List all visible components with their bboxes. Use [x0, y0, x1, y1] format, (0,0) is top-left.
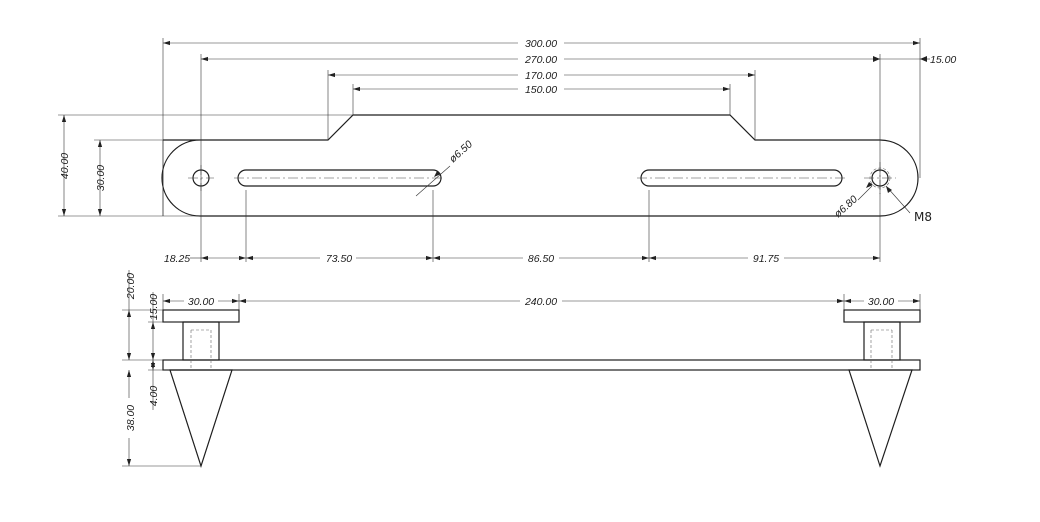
dim-300: 300.00: [525, 38, 557, 50]
top-extension-lines: [58, 38, 921, 262]
right-flange: [843, 309, 921, 323]
left-spike: [169, 369, 233, 468]
side-view: 30.00 240.00 30.00 20.00 15.00 4.00 38.0…: [122, 270, 921, 468]
dim-flange-height: 15.00: [148, 294, 160, 320]
dim-86-50: 86.50: [528, 253, 554, 265]
leader-slot-width: [415, 165, 451, 197]
leader-hole-diameter: [857, 185, 873, 201]
dim-spike-height: 38.00: [125, 405, 137, 431]
right-slot: [640, 169, 843, 187]
top-view: 300.00 270.00 15.00 170.00 150.00 40.00 …: [58, 36, 956, 265]
dim-270: 270.00: [524, 54, 557, 66]
dim-slot-width: ø6.50: [447, 138, 475, 165]
dim-flange-gap: 240.00: [524, 296, 557, 308]
right-spike: [848, 369, 913, 468]
dim-15: 15.00: [930, 54, 956, 66]
dim-150: 150.00: [525, 84, 557, 96]
dim-post-height: 20.00: [125, 273, 137, 300]
dim-30: 30.00: [95, 165, 107, 191]
dim-170: 170.00: [525, 70, 557, 82]
dim-40: 40.00: [59, 153, 71, 179]
dim-left-flange: 30.00: [188, 296, 214, 308]
dim-73-50: 73.50: [326, 253, 352, 265]
center-marks: [188, 162, 896, 194]
left-flange: [162, 309, 240, 323]
side-extension-lines: [122, 294, 921, 467]
side-bar: [162, 359, 921, 371]
thread-label: M8: [914, 210, 932, 224]
dim-18-25: 18.25: [164, 253, 190, 265]
right-post: [863, 321, 901, 361]
bar-outline: [161, 114, 919, 217]
dim-right-flange: 30.00: [868, 296, 894, 308]
dim-91-75: 91.75: [753, 253, 779, 265]
left-post: [182, 321, 220, 361]
dim-bar-thickness: 4.00: [148, 386, 160, 407]
